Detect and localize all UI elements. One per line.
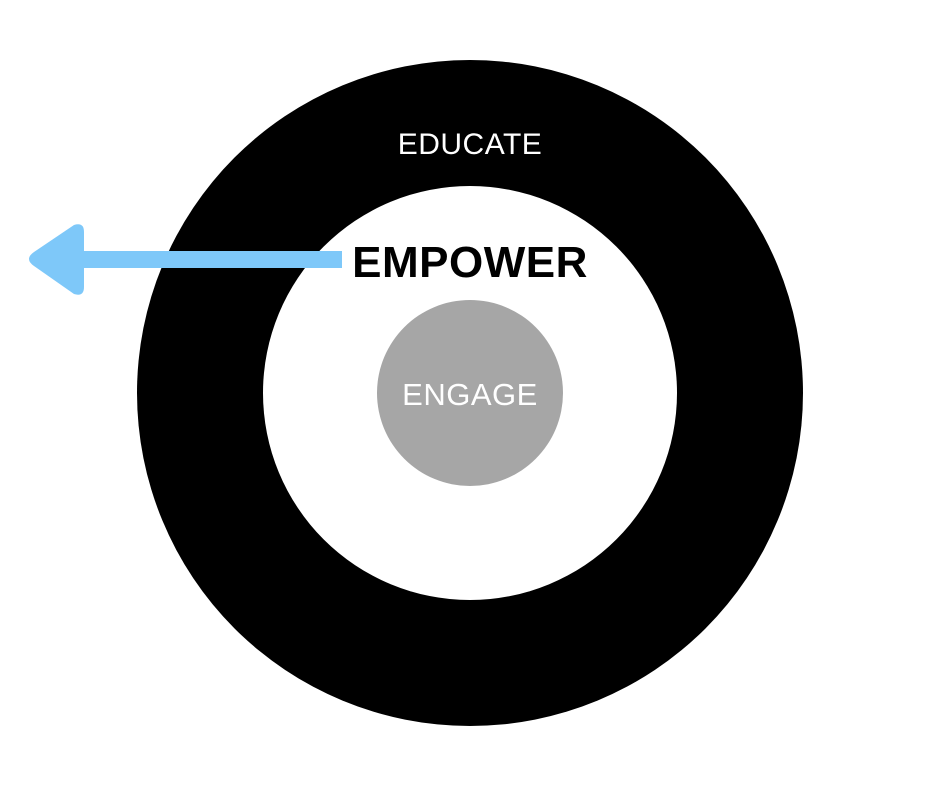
arrow-head: [29, 224, 84, 295]
educate-label: EDUCATE: [397, 128, 543, 161]
empower-label: EMPOWER: [352, 238, 588, 287]
engage-label: ENGAGE: [402, 377, 538, 412]
engage-disc: [377, 300, 563, 486]
